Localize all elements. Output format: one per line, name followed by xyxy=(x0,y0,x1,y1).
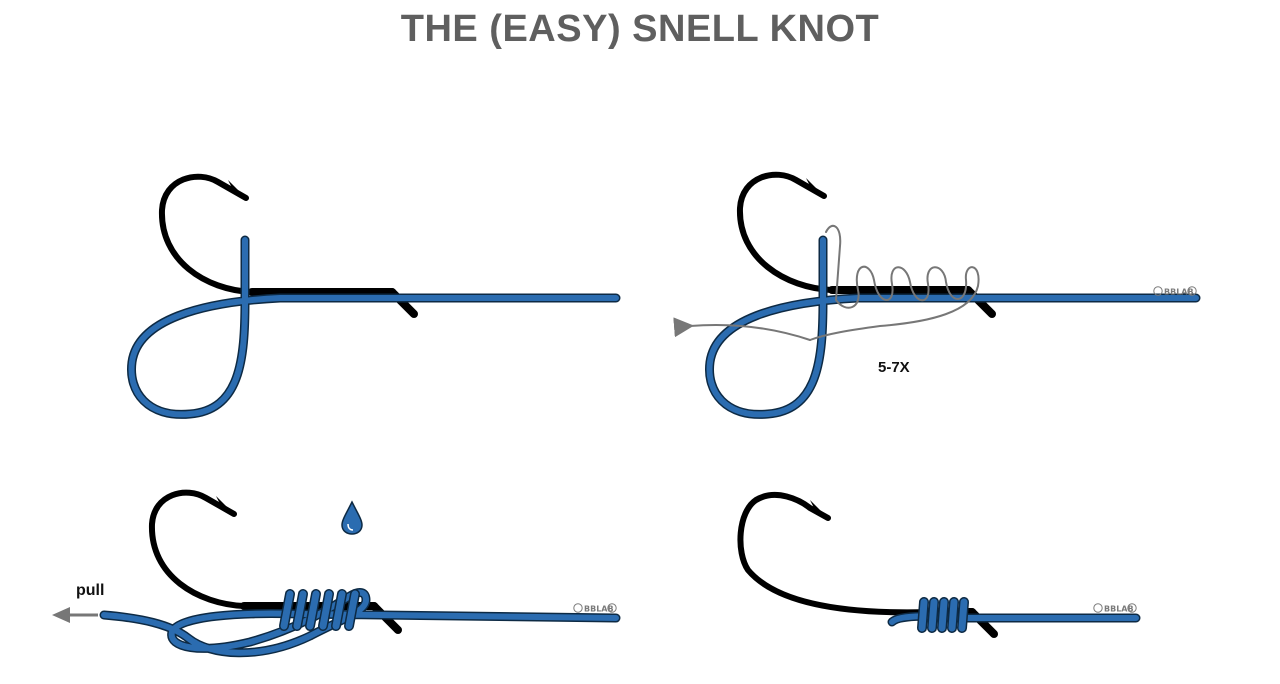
watermark: BBLAB xyxy=(573,603,617,614)
hook-icon xyxy=(736,171,996,318)
copyright-icon xyxy=(1187,286,1197,296)
hook-icon xyxy=(158,173,418,318)
copyright-icon xyxy=(607,603,617,613)
svg-text:BBLAB: BBLAB xyxy=(584,605,614,614)
svg-text:BBLAB: BBLAB xyxy=(1104,605,1134,614)
fishing-line xyxy=(99,588,621,658)
copyright-icon xyxy=(1093,603,1103,613)
copyright-icon xyxy=(1153,286,1163,296)
pull-arrow-icon xyxy=(52,607,98,623)
water-drop-icon xyxy=(341,500,363,535)
svg-text:BBLAB: BBLAB xyxy=(1164,288,1194,297)
wraps-count-label: 5-7X xyxy=(878,359,910,376)
step-4-panel: BBLAB xyxy=(737,492,1141,638)
pull-label: pull xyxy=(76,582,104,599)
fishing-line xyxy=(705,235,1201,419)
knot-coils xyxy=(279,589,360,631)
copyright-icon xyxy=(573,603,583,613)
watermark: BBLAB xyxy=(1153,286,1197,297)
copyright-icon xyxy=(1127,603,1137,613)
watermark: BBLAB xyxy=(1093,603,1137,614)
knot-coils xyxy=(917,597,969,633)
step-1-panel xyxy=(127,173,621,419)
wrap-line xyxy=(673,224,980,341)
fishing-line xyxy=(127,235,621,419)
page-title: THE (EASY) SNELL KNOT xyxy=(400,8,880,50)
step-2-panel: 5-7X BBLAB xyxy=(673,171,1201,419)
step-3-panel: pull BBLAB xyxy=(52,489,621,658)
